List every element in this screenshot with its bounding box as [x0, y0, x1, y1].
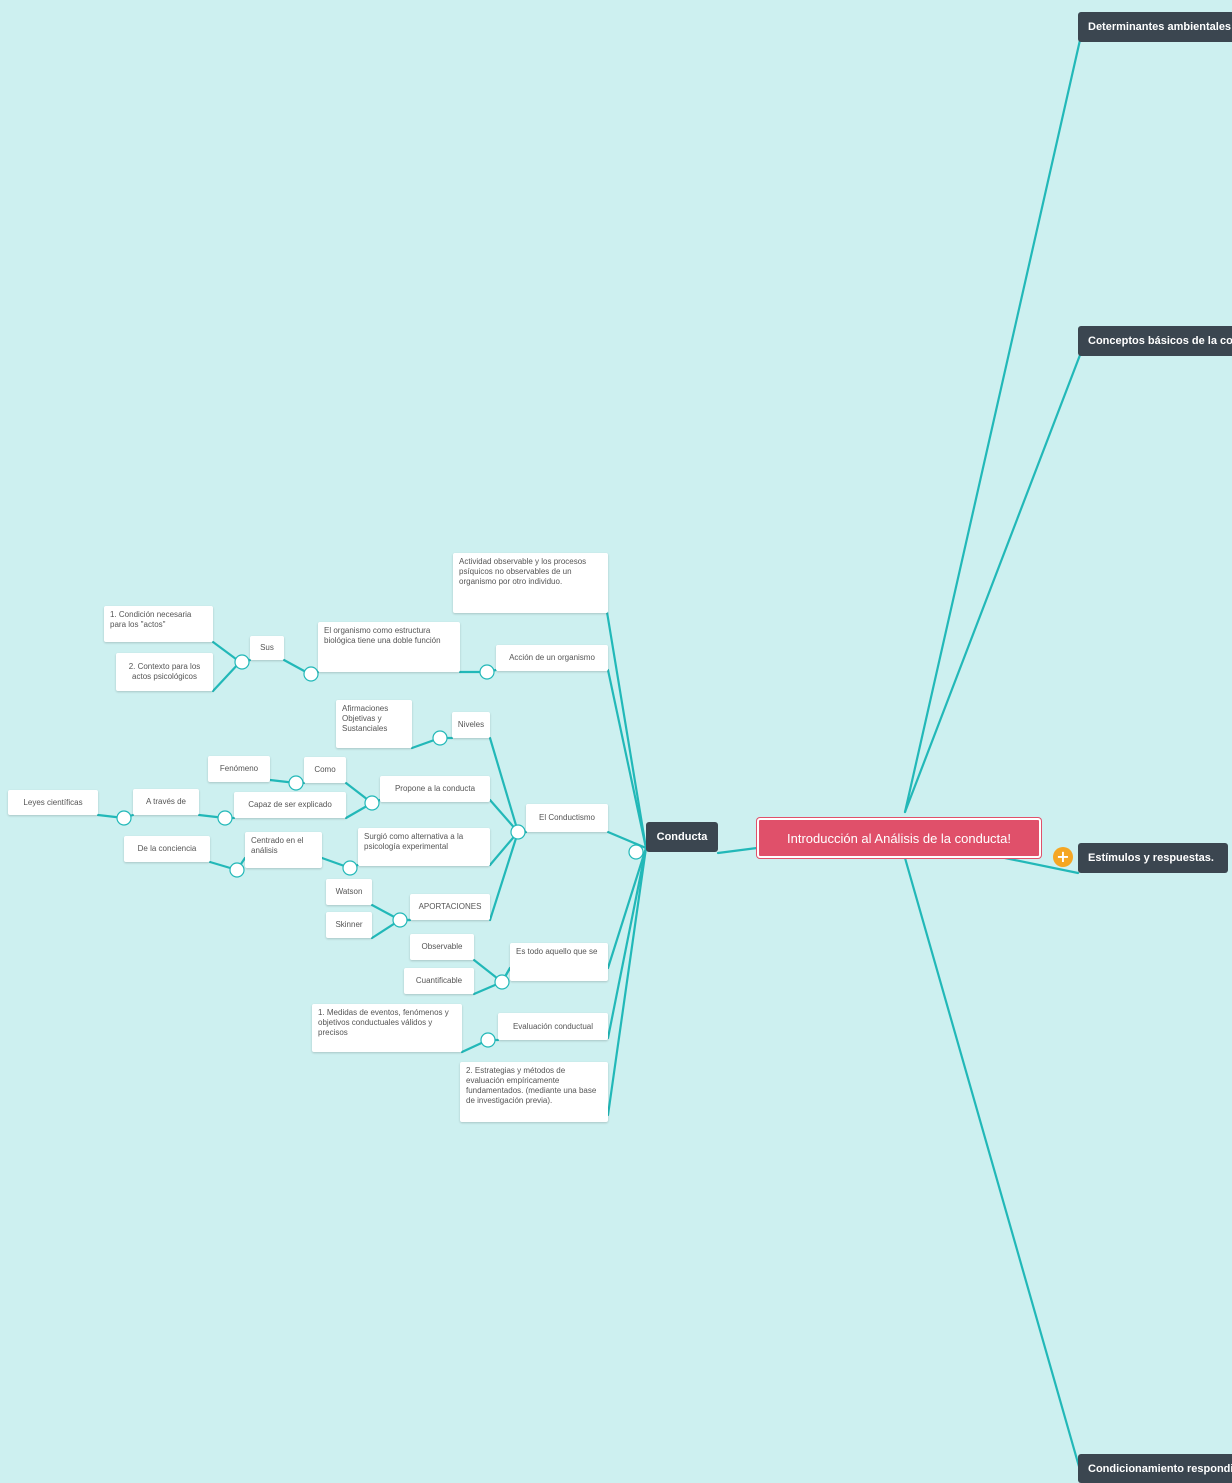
- node-organismo-funcion[interactable]: El organismo como estructura biológica t…: [318, 622, 460, 672]
- node-fenomeno[interactable]: Fenómeno: [208, 756, 270, 782]
- node-capaz[interactable]: Capaz de ser explicado: [234, 792, 346, 818]
- link-conducta-accion: [606, 668, 648, 850]
- link-conductismo-niveles: [488, 736, 528, 834]
- node-conductismo[interactable]: El Conductismo: [526, 804, 608, 832]
- joint-conductismo: [510, 824, 526, 840]
- node-actividad[interactable]: Actividad observable y los procesos psíq…: [453, 553, 608, 613]
- joint-accion: [479, 664, 495, 680]
- branch-determinantes-ambientales[interactable]: Determinantes ambientales: [1078, 12, 1232, 42]
- joint-niveles: [432, 730, 448, 746]
- node-contexto[interactable]: 2. Contexto para los actos psicológicos: [116, 653, 213, 691]
- node-evaluacion-conductual[interactable]: Evaluación conductual: [498, 1013, 608, 1040]
- node-observable[interactable]: Observable: [410, 934, 474, 960]
- link-root-b2: [903, 353, 1082, 814]
- node-es-todo[interactable]: Es todo aquello que se: [510, 943, 608, 981]
- node-leyes[interactable]: Leyes científicas: [8, 790, 98, 815]
- link-root-conducta: [716, 846, 759, 855]
- node-afirmaciones[interactable]: Afirmaciones Objetivas y Sustanciales: [336, 700, 412, 748]
- joint-sus: [234, 654, 250, 670]
- link-conducta-conductismo: [606, 830, 648, 850]
- node-como[interactable]: Como: [304, 757, 346, 783]
- joint-aportaciones: [392, 912, 408, 928]
- node-centrado[interactable]: Centrado en el análisis: [245, 832, 322, 868]
- joint-atraves: [116, 810, 132, 826]
- link-conducta-evaluacion: [606, 846, 648, 1040]
- plus-icon[interactable]: +: [1053, 847, 1073, 867]
- joint-surgio: [342, 860, 358, 876]
- joint-conducta: [628, 844, 644, 860]
- link-conducta-estodo: [606, 846, 648, 970]
- link-conducta-actividad: [605, 610, 648, 850]
- node-conciencia[interactable]: De la conciencia: [124, 836, 210, 862]
- node-accion-organismo[interactable]: Acción de un organismo: [496, 645, 608, 671]
- root-node[interactable]: Introducción al Análisis de la conducta!: [757, 818, 1041, 858]
- node-medidas[interactable]: 1. Medidas de eventos, fenómenos y objet…: [312, 1004, 462, 1052]
- node-skinner[interactable]: Skinner: [326, 912, 372, 938]
- node-estrategias[interactable]: 2. Estrategias y métodos de evaluación e…: [460, 1062, 608, 1122]
- branch-condicionamiento-respondiente[interactable]: Condicionamiento respondiente: [1078, 1454, 1232, 1483]
- joint-centrado: [229, 862, 245, 878]
- joint-organismo: [303, 666, 319, 682]
- link-root-b3: [1003, 856, 1080, 875]
- link-conducta-estrategias: [606, 846, 648, 1117]
- joint-propone: [364, 795, 380, 811]
- node-niveles[interactable]: Niveles: [452, 712, 490, 738]
- node-a-traves[interactable]: A través de: [133, 789, 199, 815]
- branch-estimulos-respuestas[interactable]: Estímulos y respuestas.: [1078, 843, 1228, 873]
- node-sus[interactable]: Sus: [250, 636, 284, 660]
- joint-capaz: [217, 810, 233, 826]
- joint-como: [288, 775, 304, 791]
- branch-conceptos-basicos[interactable]: Conceptos básicos de la conducta: [1078, 326, 1232, 356]
- node-condicion[interactable]: 1. Condición necesaria para los "actos": [104, 606, 213, 642]
- conducta-node[interactable]: Conducta: [646, 822, 718, 852]
- node-propone[interactable]: Propone a la conducta: [380, 776, 490, 802]
- node-aportaciones[interactable]: APORTACIONES: [410, 894, 490, 920]
- joint-estodo: [494, 974, 510, 990]
- node-watson[interactable]: Watson: [326, 879, 372, 905]
- link-root-b4: [903, 856, 1082, 1472]
- node-surgio[interactable]: Surgió como alternativa a la psicología …: [358, 828, 490, 866]
- joint-evaluacion: [480, 1032, 496, 1048]
- node-cuantificable[interactable]: Cuantificable: [404, 968, 474, 994]
- link-root-b1: [903, 38, 1082, 814]
